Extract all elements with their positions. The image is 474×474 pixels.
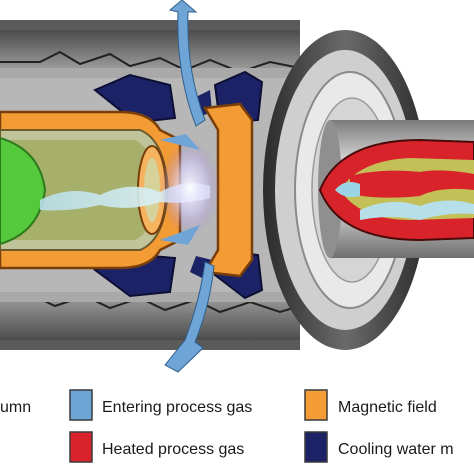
legend-label-heated-gas: Heated process gas bbox=[102, 441, 244, 458]
plasma-core bbox=[0, 136, 47, 246]
gas-stream bbox=[40, 140, 220, 236]
swatch-heated-gas bbox=[69, 431, 93, 463]
legend: umn Entering process gas Magnetic field … bbox=[0, 389, 454, 463]
swatch-magnetic-field bbox=[304, 389, 328, 421]
exhaust-flame bbox=[318, 138, 474, 242]
gas-inlet-arrow bbox=[160, 0, 215, 373]
bottom-cut-line bbox=[0, 292, 301, 314]
legend-label-magnetic-field: Magnetic field bbox=[338, 399, 437, 416]
swatch-entering-gas bbox=[69, 389, 93, 421]
legend-label-entering-gas: Entering process gas bbox=[102, 399, 252, 416]
legend-label-column: umn bbox=[0, 399, 31, 416]
magnet-coil bbox=[0, 102, 254, 278]
swatch-cooling-water bbox=[304, 431, 328, 463]
legend-label-cooling-water: Cooling water m bbox=[338, 441, 454, 458]
